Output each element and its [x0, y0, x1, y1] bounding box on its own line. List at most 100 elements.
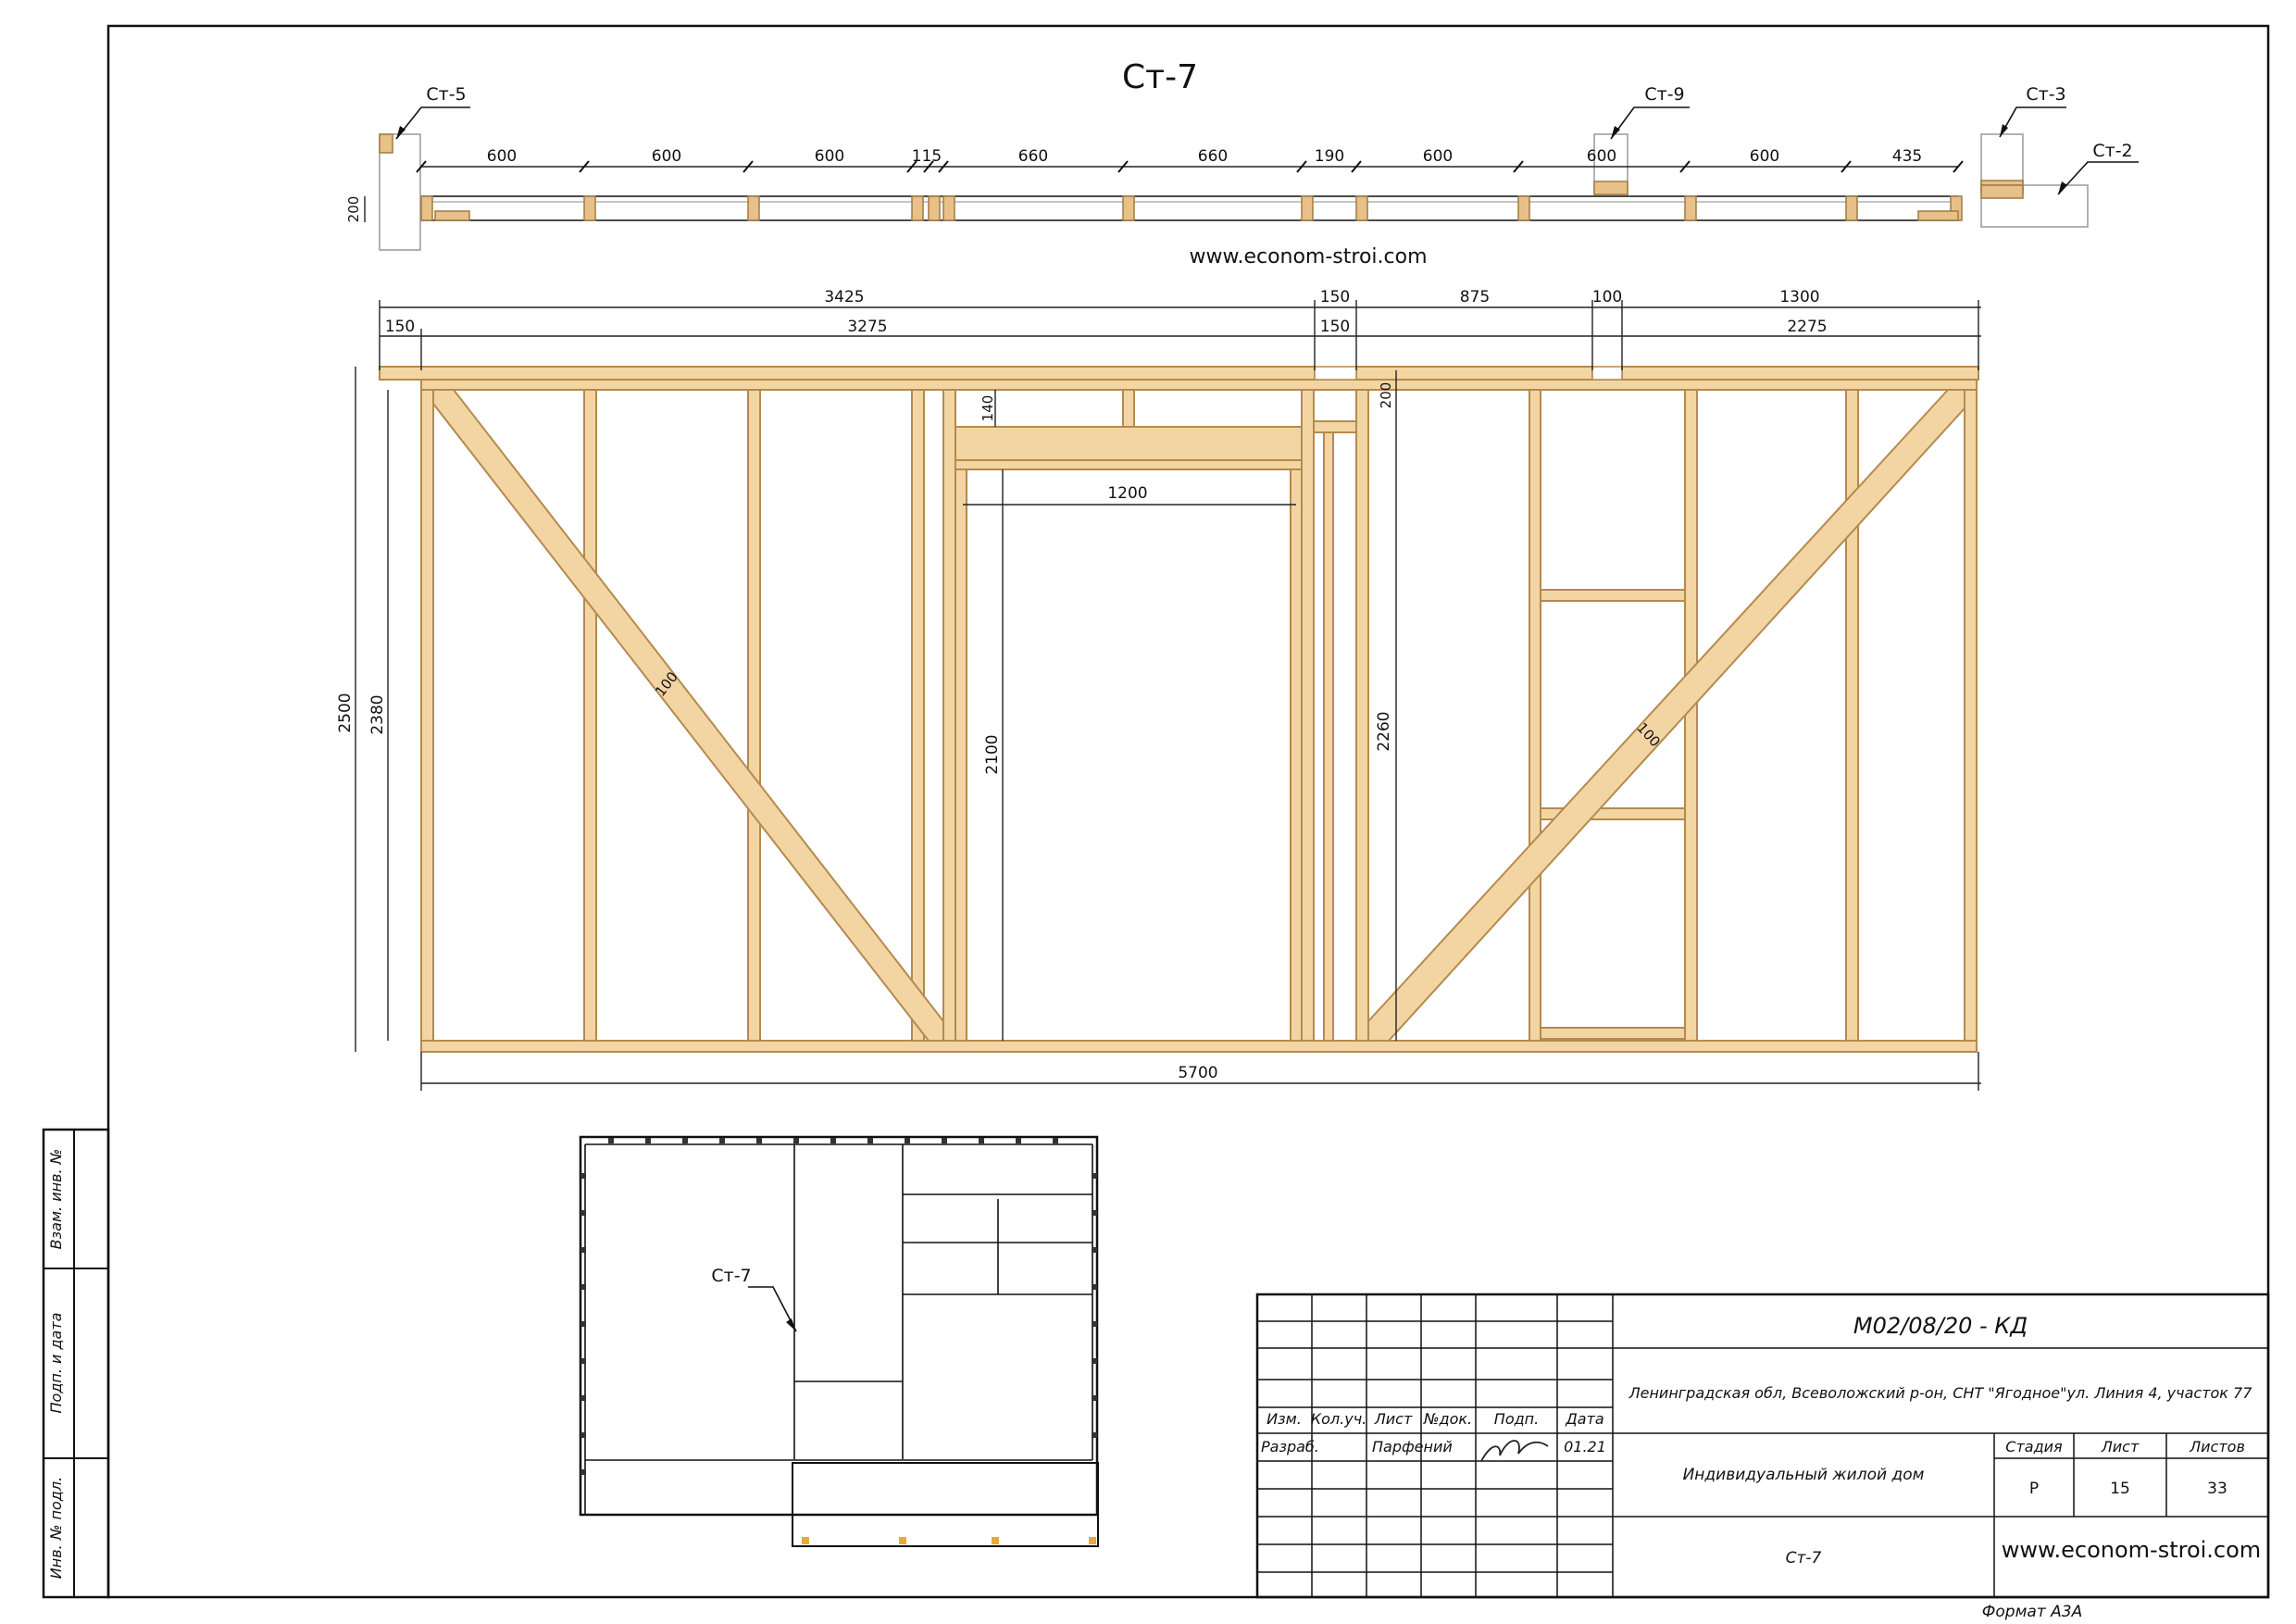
sheet-label: Лист: [2101, 1438, 2140, 1455]
plan-plate: [1917, 210, 1959, 221]
plan-dim-tick: [938, 160, 949, 173]
top-plate-lower: [420, 379, 1978, 391]
key-plan-stud: [580, 1210, 586, 1216]
plan-stud: [942, 195, 955, 221]
plan-plate: [434, 210, 470, 221]
stud-3: [747, 389, 761, 1042]
stage-value: Р: [2029, 1480, 2039, 1498]
callout-st2-label: Ст-2: [2092, 141, 2132, 161]
plan-spacing-label: 435: [1892, 147, 1922, 166]
plan-spacing-label: 115: [912, 147, 942, 166]
plan-dim-tick: [1679, 160, 1691, 173]
door-header: [955, 426, 1303, 461]
key-plan-stud: [580, 1284, 586, 1290]
key-plan-stud: [580, 1358, 586, 1364]
bottom-plate: [420, 1040, 1978, 1053]
key-plan-stud: [793, 1138, 799, 1143]
small-header: [1313, 420, 1357, 433]
plan-stud: [420, 195, 433, 221]
plan-studs: [420, 195, 1963, 221]
stud-8: [1355, 389, 1369, 1042]
col-izm: Изм.: [1267, 1410, 1302, 1428]
plan-spacing-label: 600: [1587, 147, 1616, 166]
key-plan: Ст-7: [579, 1135, 1099, 1547]
key-plan-stud: [1053, 1138, 1058, 1143]
dim-1300: 1300: [1779, 288, 1819, 306]
website-label: www.econom-stroi.com: [1189, 245, 1427, 269]
dim-2500: 2500: [336, 693, 355, 732]
callout-st5-label: Ст-5: [426, 84, 466, 105]
key-plan-post: [802, 1537, 809, 1544]
developer-name: Парфений: [1372, 1438, 1453, 1455]
callout-st9-label: Ст-9: [1644, 84, 1684, 105]
stud-10: [1684, 389, 1698, 1042]
plan-dim-tick: [1513, 160, 1524, 173]
side-stamp: Взам. инв. № Подп. и дата Инв. № подл.: [42, 1128, 110, 1599]
object-name: Индивидуальный жилой дом: [1683, 1466, 1925, 1484]
door-header-plate: [955, 459, 1303, 470]
key-plan-stud: [580, 1469, 586, 1475]
plan-dim-tick: [1117, 160, 1129, 173]
col-kol: Кол.уч.: [1311, 1410, 1366, 1428]
object-address: Ленинградская обл, Всеволожский р-он, СН…: [1628, 1384, 2253, 1402]
dim-1200: 1200: [1107, 484, 1147, 503]
title-block-frame: [1255, 1293, 2270, 1599]
nogging-1: [1540, 589, 1686, 602]
sheets-label: Листов: [2189, 1438, 2245, 1455]
stud-6: [1301, 389, 1315, 1042]
door-jack-right: [1290, 468, 1303, 1042]
key-plan-stud: [942, 1138, 947, 1143]
elevation-dimensions: 3425 150 875 100 1300 150 3275 150 2275 …: [336, 288, 1981, 1091]
plan-spacing-label: 600: [815, 147, 844, 166]
plan-stud: [1122, 195, 1135, 221]
plan-height-text: 200: [345, 196, 362, 223]
drawing-title: Ст-7: [1122, 58, 1198, 96]
signature: [1480, 1440, 1549, 1462]
key-plan-stud: [867, 1138, 873, 1143]
key-plan-stud: [1092, 1432, 1097, 1438]
key-plan-post: [1089, 1537, 1096, 1544]
top-plate-right: [1621, 366, 1979, 381]
side-stamp-frame: [42, 1128, 110, 1599]
plan-stud: [583, 195, 596, 221]
col-list: Лист: [1374, 1410, 1413, 1428]
dim-100: 100: [1592, 288, 1622, 306]
plan-stud: [747, 195, 760, 221]
nogging-3: [1540, 1027, 1686, 1040]
plan-dim-tick: [742, 160, 754, 173]
callout-st5: Ст-5: [395, 84, 470, 140]
plan-spacing-label: 190: [1315, 147, 1344, 166]
plan-spacing-label: 600: [1423, 147, 1453, 166]
key-plan-stud: [979, 1138, 984, 1143]
plan-stud: [1301, 195, 1314, 221]
title-block-website: www.econom-stroi.com: [2002, 1537, 2261, 1563]
plan-dim-tick: [1296, 160, 1307, 173]
stud-12: [1964, 389, 1978, 1042]
wall-st9-stud: [1593, 181, 1628, 195]
stud-2: [583, 389, 597, 1042]
plan-dim-tick: [1351, 160, 1362, 173]
key-plan-stud: [1092, 1173, 1097, 1179]
stud-9: [1529, 389, 1541, 1042]
stamp-inv: Инв. № подл.: [47, 1477, 65, 1579]
plan-stud: [911, 195, 924, 221]
callout-st2: Ст-2: [2057, 141, 2139, 195]
key-plan-stud: [682, 1138, 688, 1143]
plan-spacing-label: 600: [652, 147, 681, 166]
key-plan-stud: [830, 1138, 836, 1143]
dim-150c: 150: [1320, 318, 1350, 336]
key-plan-stud: [645, 1138, 651, 1143]
developer-role: Разраб.: [1261, 1438, 1319, 1455]
door-jack-left: [955, 468, 967, 1042]
plan-dim-tick: [1841, 160, 1852, 173]
plan-spacing-label: 660: [1198, 147, 1228, 166]
dim-3425: 3425: [824, 288, 864, 306]
plan-stud: [1355, 195, 1368, 221]
key-plan-stud: [1092, 1284, 1097, 1290]
plan-stud: [1845, 195, 1858, 221]
drawing-frame: [106, 24, 2270, 1599]
stud-1: [420, 389, 434, 1042]
title-block: Изм. Кол.уч. Лист №док. Подп. Дата Разра…: [1255, 1293, 2270, 1599]
